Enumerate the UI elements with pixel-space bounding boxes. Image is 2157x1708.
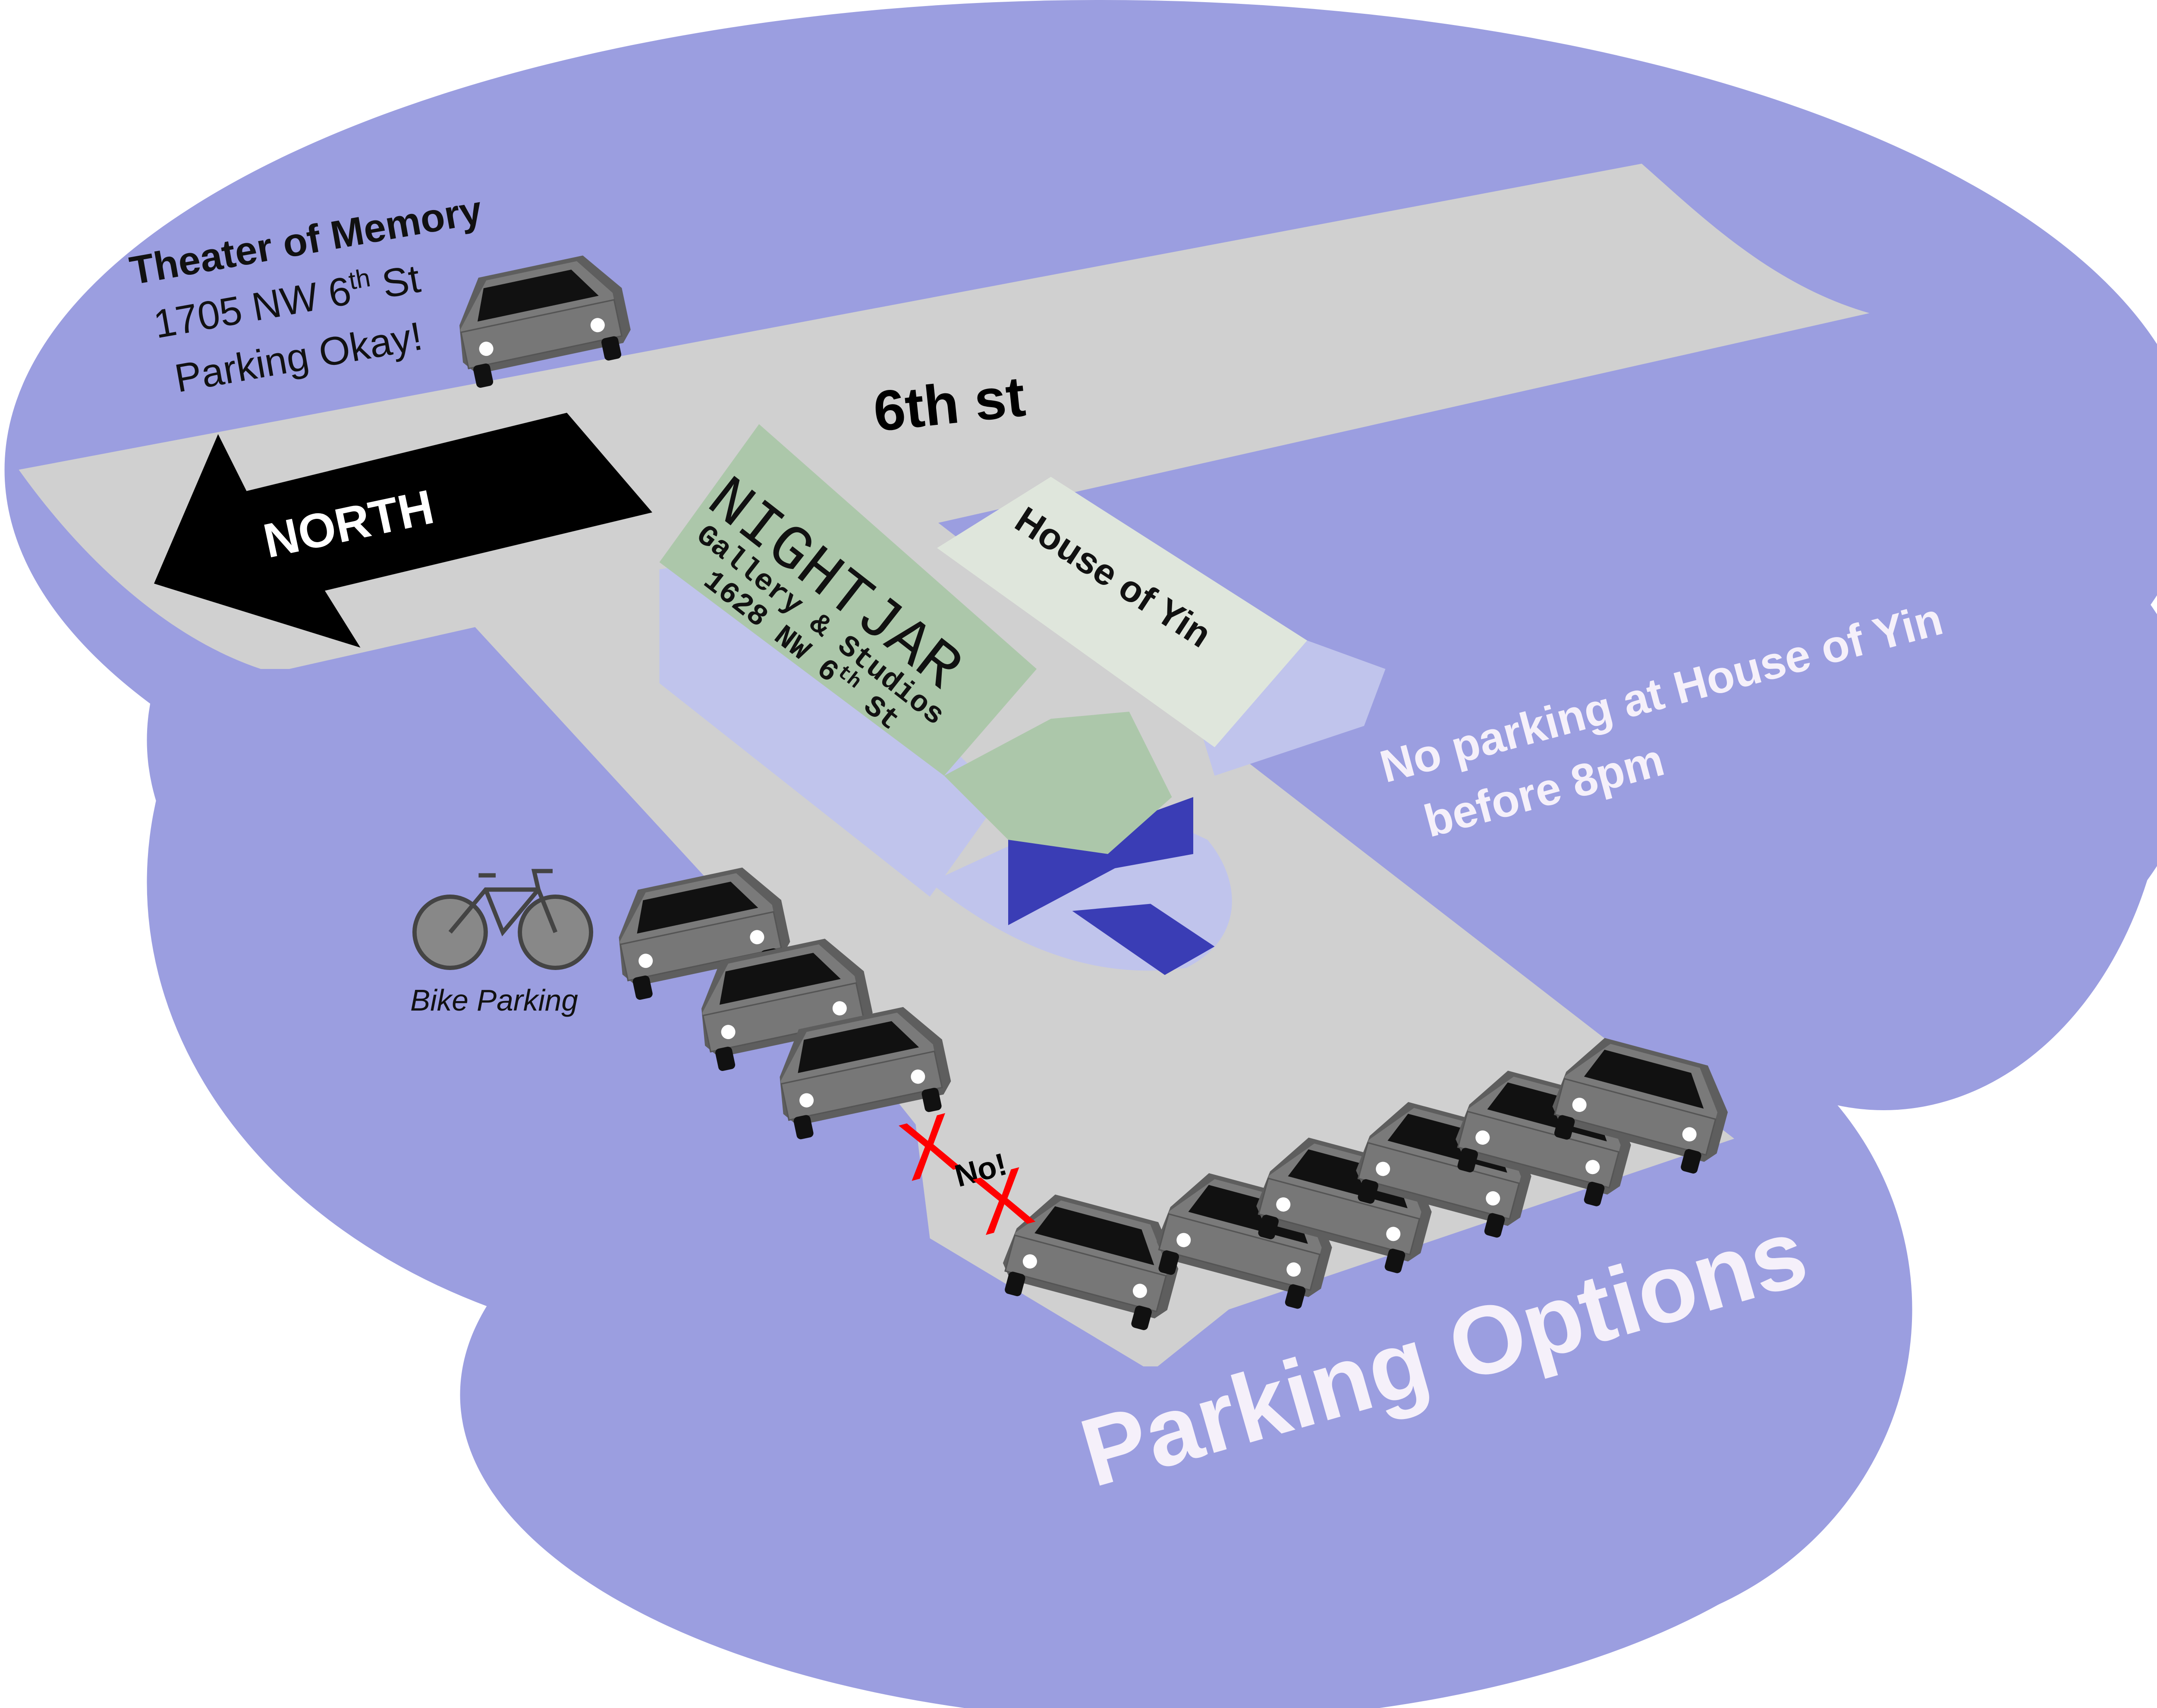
street-label: 6th st bbox=[871, 364, 1028, 443]
bike-parking-label: Bike Parking bbox=[410, 983, 578, 1017]
house-of-yin-building bbox=[937, 477, 1386, 776]
north-arrow-icon: NORTH bbox=[154, 413, 652, 648]
bicycle-icon bbox=[412, 869, 594, 970]
nightjar-building bbox=[659, 424, 1232, 975]
